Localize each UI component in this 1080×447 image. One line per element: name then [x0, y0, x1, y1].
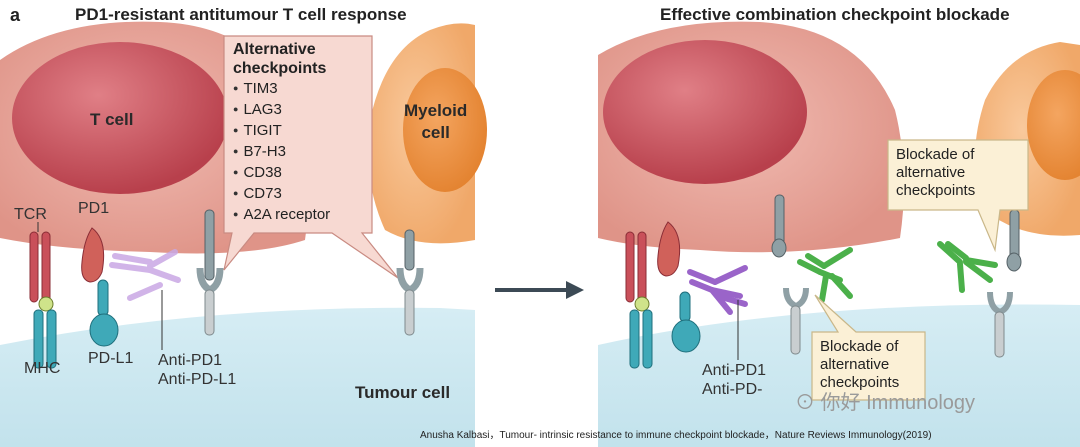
t-cell-label: T cell	[90, 110, 134, 129]
checkpoint-item: CD38	[233, 162, 330, 183]
tcr-molecule-left	[29, 231, 54, 312]
callout-title-line2: checkpoints	[233, 60, 327, 77]
blockade-note-top: Blockade of alternative checkpoints	[896, 146, 975, 200]
blockade-box-top	[887, 139, 1029, 253]
right-panel	[598, 21, 1080, 447]
tcr-label: TCR	[14, 206, 47, 223]
anti-pdl1-label: Anti-PD-L1	[158, 371, 237, 388]
pd1-molecule-left	[81, 227, 105, 283]
mhc-label: MHC	[24, 360, 61, 377]
blockade-box-bottom	[811, 294, 926, 401]
panel-letter: a	[10, 5, 21, 25]
t-cell-nucleus-right	[603, 40, 807, 184]
left-panel-title: PD1-resistant antitumour T cell response	[75, 5, 407, 24]
t-cell-nucleus-left	[12, 42, 228, 194]
callout-title-line1: Alternative	[233, 41, 316, 58]
myeloid-label-line1: Myeloid	[404, 101, 468, 120]
blocking-antibody-2	[937, 241, 998, 293]
checkpoint-item: CD73	[233, 183, 330, 204]
pd1-label: PD1	[78, 200, 110, 217]
tumour-cell-label: Tumour cell	[355, 383, 451, 402]
blockade-note-bottom: Blockade of alternative checkpoints	[820, 338, 899, 392]
blocking-antibody-1	[797, 247, 853, 303]
blockade-top-line3: checkpoints	[896, 182, 976, 199]
right-panel-title: Effective combination checkpoint blockad…	[660, 5, 1010, 24]
checkpoint-item: B7-H3	[233, 141, 330, 162]
alt-receptor-left	[196, 209, 224, 336]
watermark: ⊙ 你好 Immunology	[795, 392, 976, 414]
blockade-top-line1: Blockade of	[896, 146, 975, 163]
anti-pd1-antibody-faded	[109, 249, 181, 301]
pdl1-molecule-right	[671, 291, 701, 353]
checkpoint-item: LAG3	[233, 99, 330, 120]
anti-pd1-label: Anti-PD1	[158, 352, 223, 369]
blockade-bottom-line2: alternative	[820, 356, 890, 373]
mhc-molecule-left	[33, 309, 57, 369]
blockade-bottom-line1: Blockade of	[820, 338, 899, 355]
pdl1-label: PD-L1	[88, 350, 134, 367]
anti-pd1-antibody	[687, 265, 748, 315]
transition-arrow	[495, 281, 584, 299]
mhc-molecule-right	[629, 309, 653, 369]
checkpoints-list: Alternative checkpoints TIM3 LAG3 TIGIT …	[233, 40, 330, 225]
checkpoint-item: TIM3	[233, 78, 330, 99]
alt-ligand-right	[783, 287, 809, 355]
blockade-top-line2: alternative	[896, 164, 966, 181]
right-anti-pd1-label: Anti-PD1	[702, 362, 767, 379]
pdl1-molecule-left	[89, 279, 119, 347]
myeloid-nucleus-right	[1027, 70, 1080, 180]
pd1-molecule-right	[657, 221, 681, 277]
tcr-molecule-right	[625, 231, 650, 312]
myeloid-label-line2: cell	[421, 123, 450, 142]
alt-receptor-right-top	[771, 194, 787, 258]
checkpoint-item: A2A receptor	[233, 204, 330, 225]
myeloid-nucleus-left	[403, 68, 487, 192]
blockade-bottom-line3: checkpoints	[820, 374, 900, 391]
myeloid-receptor-left	[396, 229, 424, 336]
right-anti-pdl1-label: Anti-PD-	[702, 381, 763, 398]
tumour-cell-left	[0, 307, 475, 447]
checkpoint-item: TIGIT	[233, 120, 330, 141]
myeloid-cell-label: Myeloid cell	[404, 100, 467, 144]
figure-credit: Anusha Kalbasi，Tumour- intrinsic resista…	[420, 430, 932, 441]
